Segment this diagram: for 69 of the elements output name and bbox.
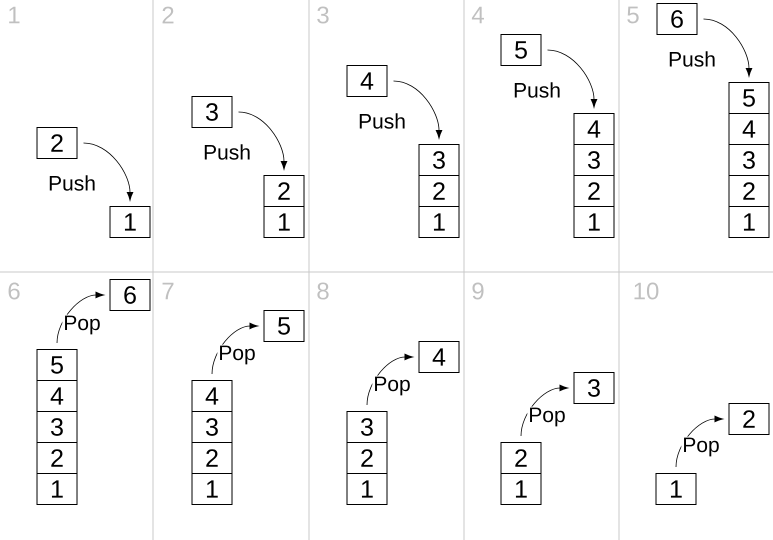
panel-number: 1 <box>9 6 20 24</box>
stack-box: 5 <box>36 348 78 381</box>
stack-box: 4 <box>192 380 232 412</box>
panel-number: 3 <box>317 6 329 24</box>
edge-label: Push <box>50 175 95 191</box>
curved-arrow <box>238 112 288 170</box>
stack-box: 3 <box>728 144 770 176</box>
curved-arrow <box>83 142 134 201</box>
stack-box: 3 <box>192 96 232 128</box>
stack-box: 2 <box>36 442 78 474</box>
stack-box: 1 <box>192 472 232 505</box>
panel-number: 6 <box>8 282 20 300</box>
curved-arrow <box>393 80 442 139</box>
stack-box: 1 <box>574 206 614 238</box>
stack-box: 1 <box>728 206 770 238</box>
curved-arrow <box>703 18 752 77</box>
stack-box: 2 <box>728 402 770 435</box>
stack-box: 2 <box>418 174 460 207</box>
curved-arrow <box>366 354 414 406</box>
stack-box: 1 <box>346 472 388 505</box>
stack-box: 4 <box>346 65 388 97</box>
curved-arrow <box>676 416 724 468</box>
stack-box: 4 <box>574 113 614 145</box>
edge-label: Pop <box>220 346 255 364</box>
panel-number: 8 <box>317 282 329 300</box>
stack-box: 6 <box>110 278 150 311</box>
edge-label: Push <box>204 144 250 160</box>
edge-label: Push <box>514 82 560 98</box>
stack-box: 3 <box>574 372 614 404</box>
curved-arrow <box>212 322 258 374</box>
edge-label: Push <box>670 51 715 67</box>
panel-number: 9 <box>472 282 484 300</box>
stack-box: 2 <box>192 442 232 474</box>
stack-box: 1 <box>110 206 150 238</box>
stack-box: 5 <box>500 34 542 66</box>
panel-number: 10 <box>634 282 658 300</box>
stack-box: 3 <box>346 410 388 443</box>
stack-box: 3 <box>418 144 460 176</box>
stack-box: 1 <box>418 206 460 238</box>
stack-box: 3 <box>574 144 614 176</box>
stack-box: 2 <box>500 442 542 474</box>
stack-box: 1 <box>500 472 542 505</box>
curved-arrow <box>520 384 568 436</box>
panel-number: 4 <box>472 6 484 24</box>
edge-label: Pop <box>375 376 410 396</box>
stack-box: 5 <box>728 82 770 114</box>
stack-box: 4 <box>728 113 770 145</box>
stack-box: 4 <box>418 340 460 373</box>
stack-box: 2 <box>264 174 304 207</box>
edge-label: Push <box>360 113 405 129</box>
edge-label: Pop <box>65 316 100 334</box>
stack-box: 3 <box>192 410 232 443</box>
panel-number: 2 <box>162 6 174 24</box>
stack-box: 1 <box>264 206 304 238</box>
stack-box: 2 <box>574 174 614 207</box>
stack-box: 1 <box>36 472 78 505</box>
stack-box: 2 <box>346 442 388 474</box>
stack-box: 6 <box>656 3 698 35</box>
stack-box: 3 <box>36 410 78 443</box>
edge-label: Pop <box>684 438 719 456</box>
stack-box: 4 <box>36 380 78 412</box>
stack-box: 5 <box>264 310 304 342</box>
curved-arrow <box>547 50 598 108</box>
stack-box: 1 <box>656 472 696 505</box>
edge-label: Pop <box>530 408 565 426</box>
stack-box: 2 <box>728 174 770 207</box>
panel-number: 7 <box>162 282 174 300</box>
curved-arrow <box>56 292 104 344</box>
stack-box: 2 <box>36 127 78 159</box>
